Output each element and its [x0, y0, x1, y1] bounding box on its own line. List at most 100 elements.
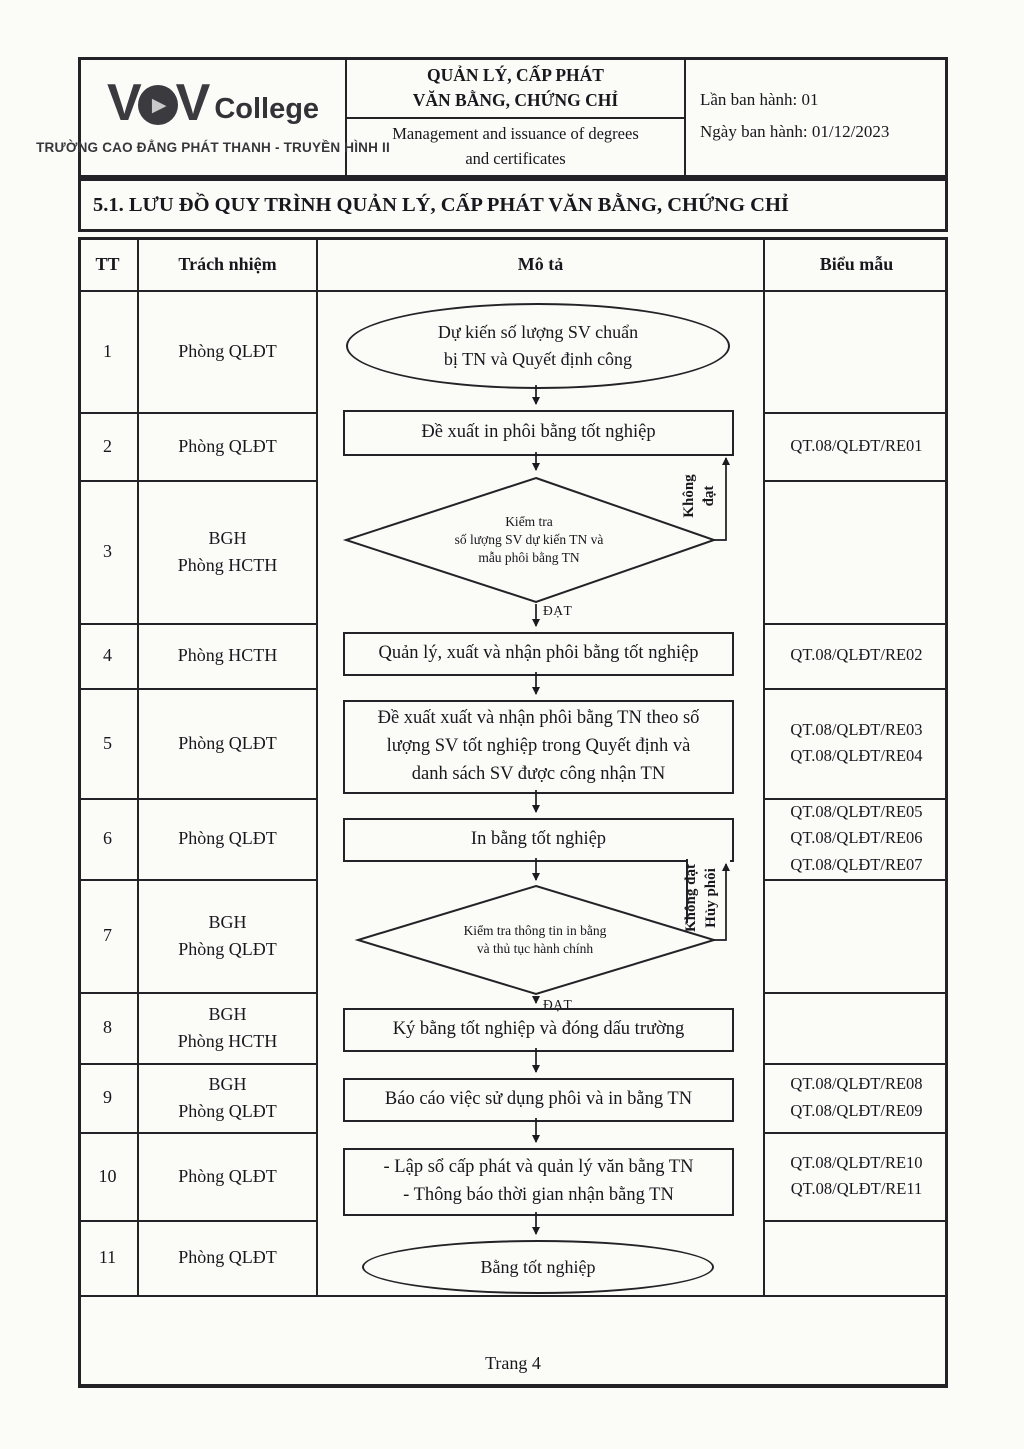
grid-line: [763, 798, 948, 800]
tt-cell: 8: [103, 1017, 112, 1038]
header-border: [78, 57, 948, 60]
logo: V ▶ V College TRƯỜNG CAO ĐẲNG PHÁT THANH…: [36, 60, 390, 175]
form-cell: QT.08/QLĐT/RE01: [790, 435, 923, 455]
responsibility-cell: Phòng QLĐT: [178, 435, 277, 456]
col-header-form: Biểu mẫu: [819, 254, 894, 275]
grid-line: [78, 798, 318, 800]
fail-label: Không đạt Hủy phôi: [683, 864, 719, 932]
grid-line: [763, 480, 948, 482]
play-circle-icon: ▶: [137, 85, 178, 126]
page-number: Trang 4: [485, 1352, 541, 1373]
title-border: [945, 178, 948, 232]
responsibility-cell: Phòng QLĐT: [178, 828, 277, 849]
title-border: [78, 178, 948, 181]
responsibility-cell: Phòng HCTH: [177, 645, 278, 666]
responsibility-cell: Phòng QLĐT: [178, 1165, 277, 1186]
grid-line: [763, 688, 948, 690]
fail-label: Không đạt: [681, 474, 717, 518]
tt-cell: 10: [98, 1165, 117, 1186]
header-border: [945, 57, 948, 178]
title-border: [78, 178, 81, 232]
grid-line: [945, 237, 948, 1388]
tt-cell: 1: [103, 340, 112, 361]
grid-line: [78, 1220, 318, 1222]
col-header-tt: TT: [95, 254, 120, 275]
grid-line: [763, 879, 948, 881]
responsibility-cell: Phòng QLĐT: [178, 1247, 277, 1268]
form-cell: QT.08/QLĐT/RE02: [790, 645, 923, 665]
flow-start-ellipse: Dự kiến số lượng SV chuẩn bị TN và Quyết…: [346, 303, 730, 389]
grid-line: [78, 237, 81, 1388]
grid-line: [78, 1384, 948, 1388]
grid-line: [78, 290, 948, 292]
grid-line: [78, 237, 948, 240]
logo-subtitle: TRƯỜNG CAO ĐẲNG PHÁT THANH - TRUYỀN HÌNH…: [36, 140, 390, 156]
tt-cell: 7: [103, 925, 112, 946]
grid-line: [763, 992, 948, 994]
issue-number: Lần ban hành: 01: [700, 90, 819, 109]
section-title: 5.1. LƯU ĐỒ QUY TRÌNH QUẢN LÝ, CẤP PHÁT …: [93, 193, 789, 216]
col-header-description: Mô tả: [517, 254, 564, 275]
flow-process-box: Báo cáo việc sử dụng phôi và in bằng TN: [343, 1078, 734, 1122]
grid-line: [763, 412, 948, 414]
tt-cell: 5: [103, 732, 112, 753]
flow-process-box: In bằng tốt nghiệp: [343, 818, 734, 862]
responsibility-cell: Phòng QLĐT: [178, 340, 277, 361]
tt-cell: 2: [103, 435, 112, 456]
doc-title-vi: QUẢN LÝ, CẤP PHÁT VĂN BẰNG, CHỨNG CHỈ: [412, 64, 619, 110]
pass-label: ĐẠT: [543, 603, 573, 618]
flow-end-ellipse: Bằng tốt nghiệp: [362, 1240, 714, 1294]
grid-line: [137, 237, 139, 1295]
tt-cell: 9: [103, 1087, 112, 1108]
issue-date: Ngày ban hành: 01/12/2023: [700, 122, 890, 142]
grid-line: [78, 1132, 318, 1134]
header-border: [78, 57, 81, 178]
grid-line: [78, 688, 318, 690]
title-border: [78, 229, 948, 232]
flow-process-box: Đề xuất xuất và nhận phôi bằng TN theo s…: [343, 700, 734, 794]
flow-process-box: Ký bằng tốt nghiệp và đóng dấu trường: [343, 1008, 734, 1052]
grid-line: [763, 1063, 948, 1065]
col-header-responsibility: Trách nhiệm: [178, 254, 277, 275]
grid-line: [763, 1220, 948, 1222]
logo-wordmark: V ▶ V College: [107, 77, 319, 129]
tt-cell: 6: [103, 828, 112, 849]
grid-line: [763, 237, 765, 1295]
header-border: [345, 117, 686, 119]
diamond-shape-icon: [342, 476, 718, 604]
logo-letter: V: [175, 74, 211, 133]
flow-process-box: Đề xuất in phôi bằng tốt nghiệp: [343, 410, 734, 456]
tt-cell: 4: [103, 645, 112, 666]
logo-college-text: College: [214, 93, 320, 126]
tt-cell: 11: [98, 1247, 117, 1268]
grid-line: [78, 1063, 318, 1065]
grid-line: [316, 237, 318, 1295]
flow-process-box: Quản lý, xuất và nhận phôi bằng tốt nghi…: [343, 632, 734, 676]
responsibility-cell: Phòng QLĐT: [178, 732, 277, 753]
flow-decision-diamond: Kiểm tra thông tin in bằng và thủ tục hà…: [350, 884, 720, 996]
flow-process-box: - Lập sổ cấp phát và quản lý văn bằng TN…: [343, 1148, 734, 1216]
flow-decision-diamond: Kiểm tra số lượng SV dự kiến TN và mẫu p…: [340, 476, 718, 604]
grid-line: [78, 879, 318, 881]
logo-letter: V: [106, 74, 142, 133]
grid-line: [78, 623, 318, 625]
grid-line: [78, 992, 318, 994]
grid-line: [78, 480, 318, 482]
header-border: [78, 175, 948, 178]
grid-line: [78, 1295, 948, 1297]
grid-line: [763, 1132, 948, 1134]
issue-info: Lần ban hành: 01 Ngày ban hành: 01/12/20…: [700, 84, 940, 149]
tt-cell: 3: [103, 541, 112, 562]
diamond-shape-icon: [354, 884, 718, 996]
grid-line: [78, 412, 318, 414]
doc-title-en: Management and issuance of degrees and c…: [392, 124, 639, 168]
